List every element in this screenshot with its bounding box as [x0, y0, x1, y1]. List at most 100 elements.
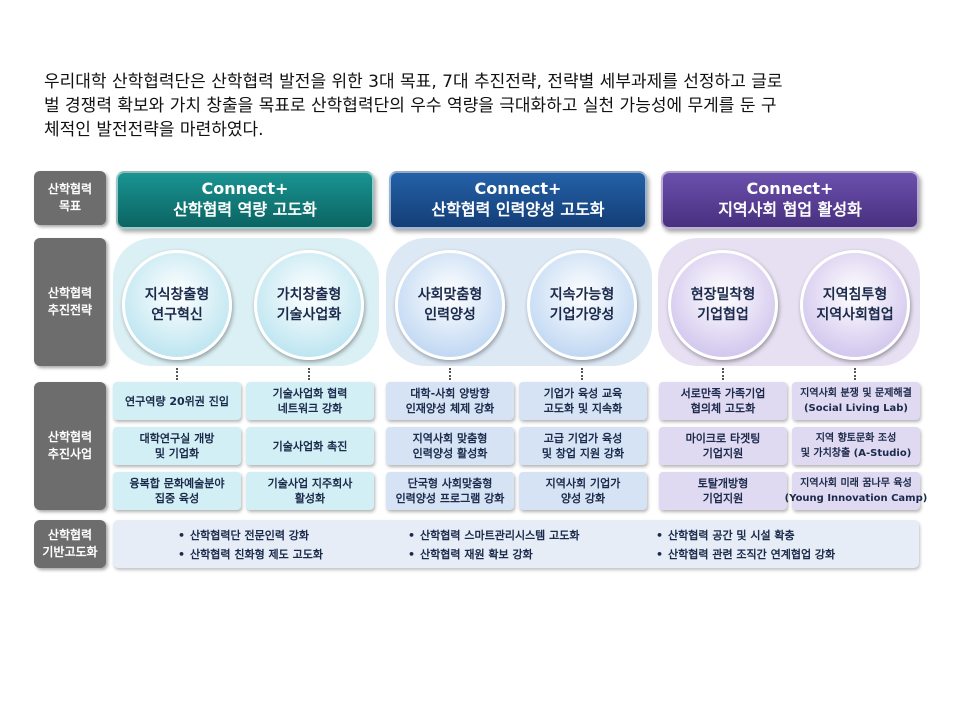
project-box: 지역사회 분쟁 및 문제해결 (Social Living Lab)	[792, 382, 920, 420]
connector-dots	[449, 368, 453, 380]
project-line: 단국형 사회맞춤형	[407, 477, 493, 490]
foundation-item: 산학협력 친화형 제도 고도화	[178, 546, 323, 562]
foundation-item: 산학협력 스마트관리시스템 고도화	[408, 527, 579, 543]
goal-title: 지역사회 협업 활성화	[718, 200, 862, 219]
row-label-line: 산학협력	[47, 430, 93, 444]
strategy-circle: 가치창출형 기술사업화	[254, 250, 364, 360]
goal-line: Connect+	[201, 179, 289, 198]
project-box: 지역사회 맞춤형 인력양성 활성화	[386, 427, 514, 465]
project-box: 서로만족 가족기업 협의체 고도화	[659, 382, 787, 420]
row-label-line: 산학협력	[47, 528, 93, 542]
goal-line: Connect+	[474, 179, 562, 198]
project-line: 토탈개방형	[697, 477, 749, 490]
strategy-line: 인력양성	[424, 307, 476, 323]
connector-dots	[176, 368, 180, 380]
goal-banner-community: Connect+ 지역사회 협업 활성화	[661, 171, 919, 229]
row-label-line: 기반고도화	[42, 545, 98, 559]
project-box: 토탈개방형 기업지원	[659, 472, 787, 510]
project-box: 기업가 육성 교육 고도화 및 지속화	[519, 382, 647, 420]
project-line: 기업지원	[702, 447, 744, 460]
row-label-line: 산학협력	[47, 182, 93, 196]
project-box: 융복합 문화예술분야 집중 육성	[113, 472, 241, 510]
project-line: 및 창업 지원 강화	[541, 447, 625, 460]
project-line: 협의체 고도화	[690, 402, 756, 415]
project-line: 대학-사회 양방향	[410, 387, 490, 400]
project-box: 연구역량 20위권 진입	[113, 382, 241, 420]
connector-dots	[581, 368, 585, 380]
project-line: 인재양성 체제 강화	[405, 402, 495, 415]
goal-line: Connect+	[746, 179, 834, 198]
strategy-line: 현장밀착형	[690, 287, 756, 303]
project-box: 지역 향토문화 조성 및 가치창출 (A-Studio)	[792, 427, 920, 465]
project-box: 단국형 사회맞춤형 인력양성 프로그램 강화	[386, 472, 514, 510]
strategy-circle: 현장밀착형 기업협업	[668, 250, 778, 360]
project-line: 기술사업 지주회사	[267, 477, 353, 490]
intro-line: 체적인 발전전략을 마련하였다.	[44, 120, 264, 140]
strategy-line: 지속가능형	[549, 287, 615, 303]
strategy-line: 가치창출형	[276, 287, 342, 303]
strategy-line: 기업협업	[697, 307, 749, 323]
project-line: 기술사업화 협력	[272, 387, 348, 400]
goal-title: 산학협력 인력양성 고도화	[431, 200, 605, 219]
project-line: 네트워크 강화	[277, 402, 343, 415]
project-line: 지역사회 기업가	[545, 477, 621, 490]
strategy-line: 지역침투형	[822, 287, 888, 303]
project-line: 및 기업화	[154, 447, 200, 460]
goal-banner-talent: Connect+ 산학협력 인력양성 고도화	[389, 171, 647, 229]
row-label-line: 추진전략	[47, 303, 93, 317]
project-box: 기술사업 지주회사 활성화	[246, 472, 374, 510]
project-line: 인력양성 프로그램 강화	[395, 492, 505, 505]
project-line: (Social Living Lab)	[803, 403, 908, 414]
project-line: 융복합 문화예술분야	[129, 477, 225, 490]
project-box: 대학연구실 개방 및 기업화	[113, 427, 241, 465]
connector-dots	[308, 368, 312, 380]
project-line: 활성화	[294, 492, 326, 505]
project-box: 마이크로 타겟팅 기업지원	[659, 427, 787, 465]
project-box: 기술사업화 협력 네트워크 강화	[246, 382, 374, 420]
project-line: 기업지원	[702, 492, 744, 505]
project-line: 및 가치창출 (A-Studio)	[800, 448, 912, 459]
row-label-line: 산학협력	[47, 286, 93, 300]
project-line: 고급 기업가 육성	[543, 432, 623, 445]
project-line: 기술사업화 촉진	[272, 439, 348, 453]
row-label-line: 추진사업	[47, 447, 93, 461]
project-line: 기업가 육성 교육	[543, 387, 623, 400]
strategy-line: 연구혁신	[151, 307, 203, 323]
project-line: 대학연구실 개방	[139, 432, 215, 445]
foundation-item: 산학협력 재원 확보 강화	[408, 546, 533, 562]
intro-line: 벌 경쟁력 확보와 가치 창출을 목표로 산학협력단의 우수 역량을 극대화하고…	[44, 96, 777, 116]
project-line: 양성 강화	[560, 492, 606, 505]
project-box: 기술사업화 촉진	[246, 427, 374, 465]
project-box: 대학-사회 양방향 인재양성 체제 강화	[386, 382, 514, 420]
foundation-item: 산학협력 관련 조직간 연계협업 강화	[656, 546, 835, 562]
strategy-line: 지식창출형	[144, 287, 210, 303]
foundation-item: 산학협력단 전문인력 강화	[178, 527, 309, 543]
foundation-item: 산학협력 공간 및 시설 확충	[656, 527, 795, 543]
project-line: (Young Innovation Camp)	[784, 493, 928, 504]
row-label-line: 목표	[58, 199, 82, 213]
project-line: 집중 육성	[154, 492, 200, 505]
strategy-circle: 지속가능형 기업가양성	[527, 250, 637, 360]
project-box: 지역사회 기업가 양성 강화	[519, 472, 647, 510]
project-box: 고급 기업가 육성 및 창업 지원 강화	[519, 427, 647, 465]
project-line: 인력양성 활성화	[412, 447, 488, 460]
strategy-circle: 지역침투형 지역사회협업	[800, 250, 910, 360]
strategy-line: 지역사회협업	[816, 307, 894, 323]
connector-dots	[722, 368, 726, 380]
strategy-circle: 지식창출형 연구혁신	[122, 250, 232, 360]
project-line: 지역사회 미래 꿈나무 육성	[800, 478, 912, 489]
project-box: 지역사회 미래 꿈나무 육성 (Young Innovation Camp)	[785, 472, 927, 510]
project-line: 지역사회 분쟁 및 문제해결	[800, 388, 912, 399]
goal-title: 산학협력 역량 고도화	[173, 200, 317, 219]
strategy-circle: 사회맞춤형 인력양성	[395, 250, 505, 360]
strategy-line: 사회맞춤형	[417, 287, 483, 303]
intro-line: 우리대학 산학협력단은 산학협력 발전을 위한 3대 목표, 7대 추진전략, …	[44, 72, 783, 92]
connector-dots	[854, 368, 858, 380]
goal-banner-capacity: Connect+ 산학협력 역량 고도화	[116, 171, 374, 229]
project-line: 고도화 및 지속화	[543, 402, 623, 415]
project-line: 지역사회 맞춤형	[412, 432, 488, 445]
